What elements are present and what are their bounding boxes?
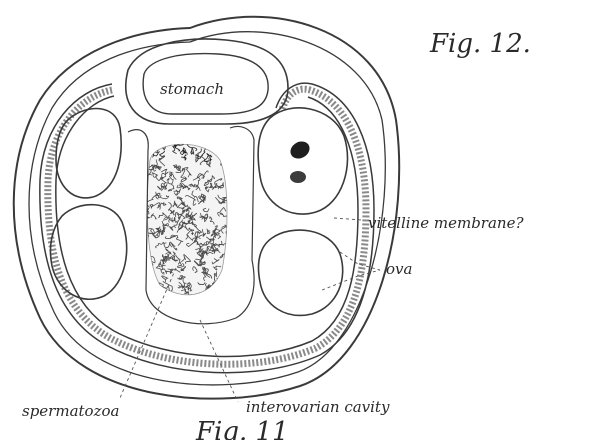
sperm-strand [227, 263, 236, 268]
sperm-strand [143, 184, 148, 193]
sperm-strand [156, 137, 160, 147]
sperm-strand [155, 283, 164, 289]
spermatozoa-mass [140, 135, 237, 300]
sperm-strand [140, 167, 148, 174]
sperm-strand [210, 142, 217, 146]
ovum-right-upper [258, 108, 347, 214]
sperm-strand [221, 146, 225, 150]
sperm-strand [148, 286, 153, 291]
sperm-strand [143, 147, 152, 152]
sperm-strand [220, 137, 224, 141]
sperm-strand [150, 284, 158, 290]
stomach-label: stomach [160, 80, 224, 98]
ovum-right-lower [259, 230, 343, 315]
sperm-strand [229, 283, 237, 291]
sperm-strand [160, 288, 166, 296]
sperm-strand [154, 294, 160, 297]
sperm-strand [227, 236, 234, 240]
sperm-strand [226, 275, 232, 282]
sperm-strand [228, 162, 232, 168]
interovarian-cavity-label: interovarian cavity [246, 398, 390, 416]
sperm-strand [229, 187, 236, 193]
sperm-strand [225, 290, 228, 294]
sperm-strand [155, 283, 158, 288]
ova-label: ova [386, 260, 412, 278]
spermatozoa-label: spermatozoa [22, 402, 119, 420]
figure-title: Fig. 12. [429, 29, 531, 59]
sperm-strand [228, 264, 233, 274]
vitelline-membrane-label: vitelline membrane? [368, 214, 524, 232]
sperm-strand [151, 283, 160, 287]
sperm-strand [221, 141, 230, 152]
sperm-strand [224, 283, 228, 290]
ovum-nucleus [287, 138, 312, 183]
sperm-strand [146, 145, 152, 151]
sperm-strand [224, 135, 228, 142]
sperm-strand [225, 174, 229, 178]
sperm-strand [224, 140, 227, 148]
sperm-strand [141, 270, 149, 276]
sperm-strand [154, 286, 161, 289]
sperm-strand [202, 293, 207, 300]
sperm-strand [215, 282, 222, 289]
sperm-strand [215, 290, 224, 294]
sperm-strand [214, 290, 222, 296]
ovum-left-upper [56, 109, 121, 198]
next-figure-caption: Fig. 11 [195, 417, 289, 440]
sperm-strand [227, 175, 235, 180]
